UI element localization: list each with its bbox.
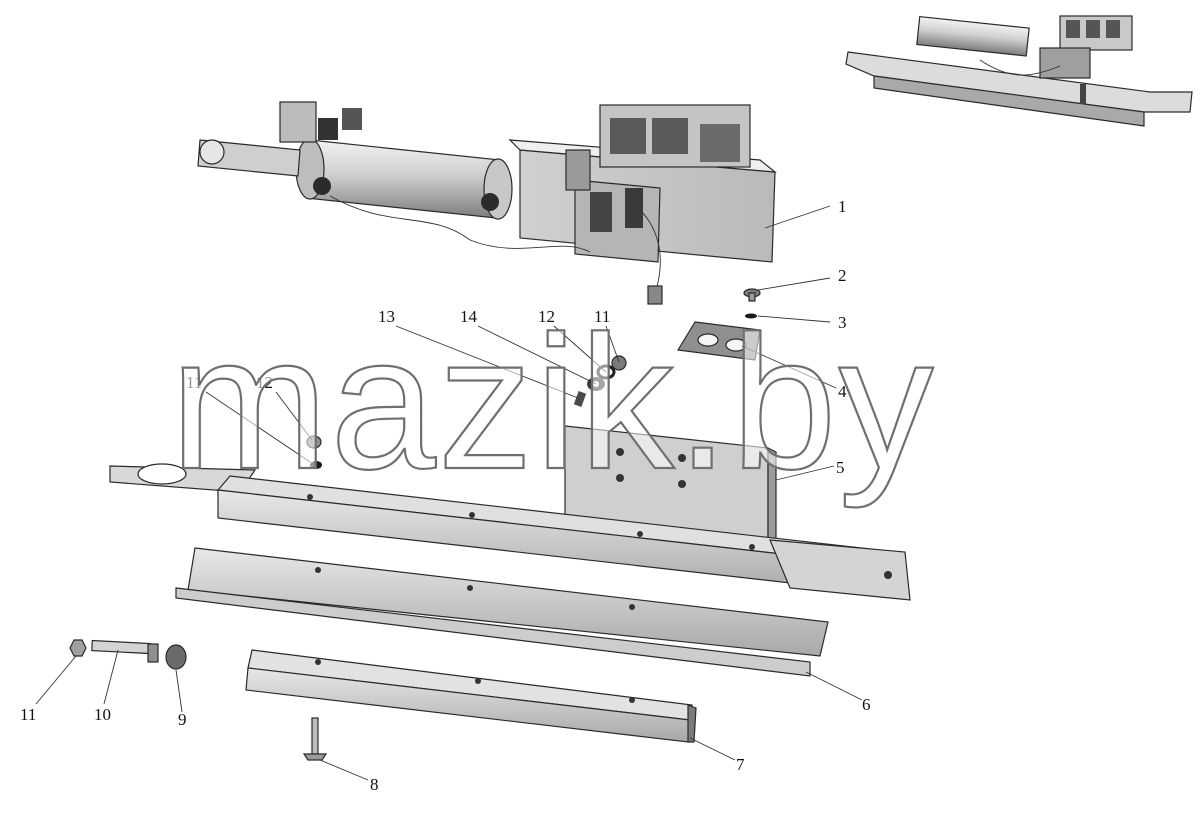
leader-lines (35, 205, 863, 781)
callout-1: 1 (838, 197, 847, 216)
callout-8: 8 (370, 775, 379, 794)
part-8-countersunk-bolt (302, 717, 328, 761)
callout-6: 6 (862, 695, 871, 714)
callout-3: 3 (838, 313, 847, 332)
part-5-bracket-plate (564, 425, 777, 553)
callout-5: 5 (836, 458, 845, 477)
hardware-group-left (306, 435, 322, 469)
callout-labels: 1 2 3 4 5 6 7 8 9 10 11 12 13 14 11 12 1… (20, 197, 871, 794)
main-rail (109, 463, 911, 601)
hardware-group-center (573, 355, 627, 407)
part-3-washer (745, 313, 757, 319)
part-1-cylinder-assembly (197, 101, 777, 305)
part-4-adapter-plate (677, 321, 761, 361)
callout-4: 4 (838, 382, 847, 401)
callout-11-upper-left: 11 (186, 373, 202, 392)
part-6-angle-rail (175, 547, 829, 677)
callout-12-center: 12 (538, 307, 555, 326)
callout-13: 13 (378, 307, 395, 326)
callout-7: 7 (736, 755, 745, 774)
callout-11-left: 11 (20, 705, 36, 724)
callout-2: 2 (838, 266, 847, 285)
callout-9: 9 (178, 710, 187, 729)
callout-14: 14 (460, 307, 478, 326)
callout-11-center: 11 (594, 307, 610, 326)
assembled-thumbnail (845, 15, 1193, 127)
part-7-square-tube (245, 649, 697, 743)
watermark-text: mazik.by (170, 297, 936, 509)
callout-12-left: 12 (256, 373, 273, 392)
callout-10: 10 (94, 705, 111, 724)
part-2-bolt (743, 288, 761, 302)
parts-9-10-11-pin-set (69, 639, 187, 670)
